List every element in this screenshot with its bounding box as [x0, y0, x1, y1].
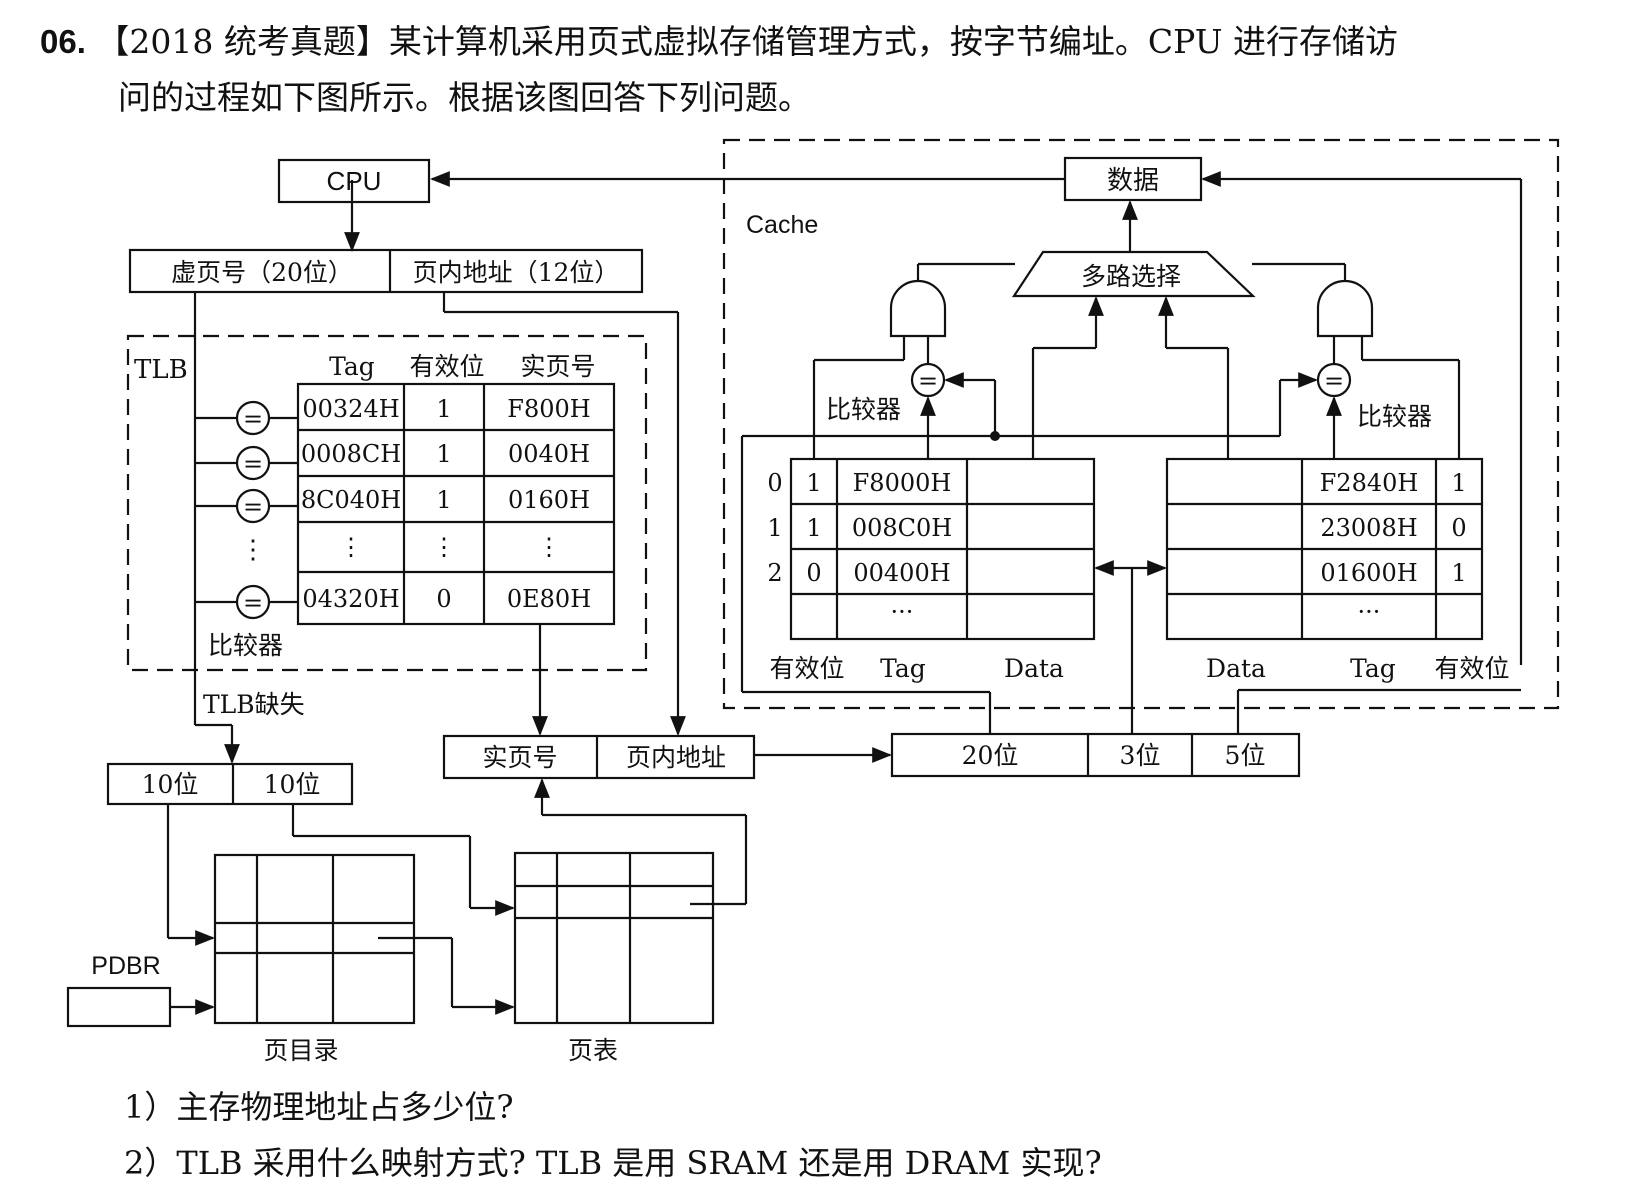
cache-left-tag: ···	[891, 598, 914, 626]
cache-comparator-eq: =	[918, 367, 938, 395]
cpu-label: CPU	[327, 166, 382, 196]
tlb-cell-tag: 04320H	[302, 585, 399, 613]
tlb-table	[296, 382, 616, 626]
virtual-page-field: 虚页号（20位）	[171, 258, 353, 287]
tlb-cell-tag: 0008CH	[301, 440, 401, 468]
tlb-cell-tag: ⋮	[339, 533, 363, 561]
tlb-comparator	[235, 488, 271, 524]
page-table	[513, 851, 715, 1025]
page-table-label: 页表	[568, 1036, 618, 1065]
tlb-cell-tag: 8C040H	[301, 486, 401, 514]
cache-right-tag: ···	[1358, 598, 1381, 626]
tlb-cell-valid: 1	[436, 486, 451, 514]
page-offset-field-physical: 页内地址	[626, 743, 726, 772]
cache-right-valid: 1	[1451, 559, 1466, 587]
addr-index-bits: 3位	[1120, 741, 1161, 770]
pdbr-label: PDBR	[91, 952, 160, 980]
cache-left-tag: 008C0H	[852, 514, 952, 542]
physical-page-field: 实页号	[482, 743, 557, 772]
tlb-comparator	[235, 445, 271, 481]
cache-left-valid: 1	[806, 514, 821, 542]
cache-row-index: 2	[767, 559, 782, 587]
cache-row-index: 1	[767, 514, 782, 542]
multiplexer	[1011, 250, 1256, 298]
cache-row-index: 0	[767, 469, 782, 497]
sub-question-1: 1）主存物理地址占多少位?	[124, 1088, 514, 1126]
tlb-comparator	[235, 584, 271, 620]
cache-right-tag: F2840H	[1320, 469, 1419, 497]
page-table-address-register	[106, 762, 354, 806]
cache-left-valid: 0	[806, 559, 821, 587]
tlb-cell-frame: ⋮	[537, 533, 561, 561]
and-gate-left	[889, 279, 947, 338]
tlb-vdots: ⋮	[240, 535, 266, 565]
cache-left-label-data: Data	[1004, 654, 1064, 683]
cache-comparator-left-label: 比较器	[826, 395, 901, 424]
question-number: 06.	[40, 23, 86, 60]
cache-way-right	[1165, 457, 1484, 641]
tlb-label: TLB	[134, 355, 188, 385]
multiplexer-label: 多路选择	[1081, 262, 1181, 291]
tlb-cell-valid: 1	[436, 440, 451, 468]
cache-right-label-tag: Tag	[1350, 654, 1396, 683]
tlb-cell-frame: 0E80H	[507, 585, 591, 613]
tlb-region	[126, 334, 648, 672]
tlb-comparator-label: 比较器	[208, 631, 283, 660]
junction-dot	[990, 431, 1000, 441]
tlb-header-tag: Tag	[329, 352, 375, 381]
tlb-miss-label: TLB缺失	[203, 690, 305, 719]
question-title-line2: 问的过程如下图所示。根据该图回答下列问题。	[118, 78, 811, 117]
virtual-address-register	[128, 248, 644, 294]
tlb-comparator-eq: =	[243, 405, 263, 433]
cache-right-tag: 23008H	[1320, 514, 1417, 542]
bits10-label-a: 10位	[142, 770, 199, 799]
tlb-header-valid: 有效位	[409, 352, 484, 381]
addr-offset-bits: 5位	[1225, 741, 1266, 770]
cache-address-register	[890, 732, 1301, 778]
question-title-text: 【2018 统考真题】某计算机采用页式虚拟存储管理方式，按字节编址。CPU 进行…	[96, 22, 1399, 61]
page-offset-field: 页内地址（12位）	[413, 258, 620, 287]
tlb-comparator	[235, 400, 271, 436]
tlb-comparator-eq: =	[243, 589, 263, 617]
tlb-comparator-eq: =	[243, 493, 263, 521]
cache-left-tag: F8000H	[853, 469, 952, 497]
cache-way-left	[789, 457, 1096, 641]
cache-comparator-right-label: 比较器	[1357, 402, 1432, 431]
tlb-cell-valid: 0	[436, 585, 451, 613]
physical-address-register	[442, 734, 756, 780]
question-title: 06. 【2018 统考真题】某计算机采用页式虚拟存储管理方式，按字节编址。CP…	[40, 14, 1620, 70]
tlb-comparator-eq: =	[243, 450, 263, 478]
tlb-cell-valid: 1	[436, 395, 451, 423]
tlb-cell-frame: 0160H	[508, 486, 590, 514]
sub-question-2: 2）TLB 采用什么映射方式? TLB 是用 SRAM 还是用 DRAM 实现?	[124, 1144, 1102, 1182]
bits10-label-b: 10位	[264, 770, 321, 799]
pdbr-register	[66, 986, 172, 1028]
cache-right-tag: 01600H	[1320, 559, 1417, 587]
cache-right-label-data: Data	[1206, 654, 1266, 683]
addr-tag-bits: 20位	[962, 741, 1019, 770]
cpu-box	[277, 158, 431, 204]
cache-right-label-valid: 有效位	[1434, 654, 1509, 683]
cache-left-tag: 00400H	[853, 559, 950, 587]
cache-left-label-valid: 有效位	[769, 654, 844, 683]
cache-left-valid: 1	[806, 469, 821, 497]
tlb-cell-frame: F800H	[507, 395, 590, 423]
cache-region	[722, 138, 1560, 710]
cache-right-valid: 0	[1451, 514, 1466, 542]
tlb-header-frame: 实页号	[520, 352, 595, 381]
cache-comparator-eq: =	[1324, 367, 1344, 395]
page-directory-label: 页目录	[263, 1036, 338, 1065]
tlb-cell-tag: 00324H	[302, 395, 399, 423]
cache-left-label-tag: Tag	[880, 654, 926, 683]
cache-label: Cache	[746, 211, 818, 239]
cache-right-valid: 1	[1451, 469, 1466, 497]
tlb-cell-valid: ⋮	[432, 533, 456, 561]
and-gate-right	[1316, 279, 1374, 338]
tlb-cell-frame: 0040H	[508, 440, 590, 468]
data-output-label: 数据	[1107, 166, 1159, 196]
